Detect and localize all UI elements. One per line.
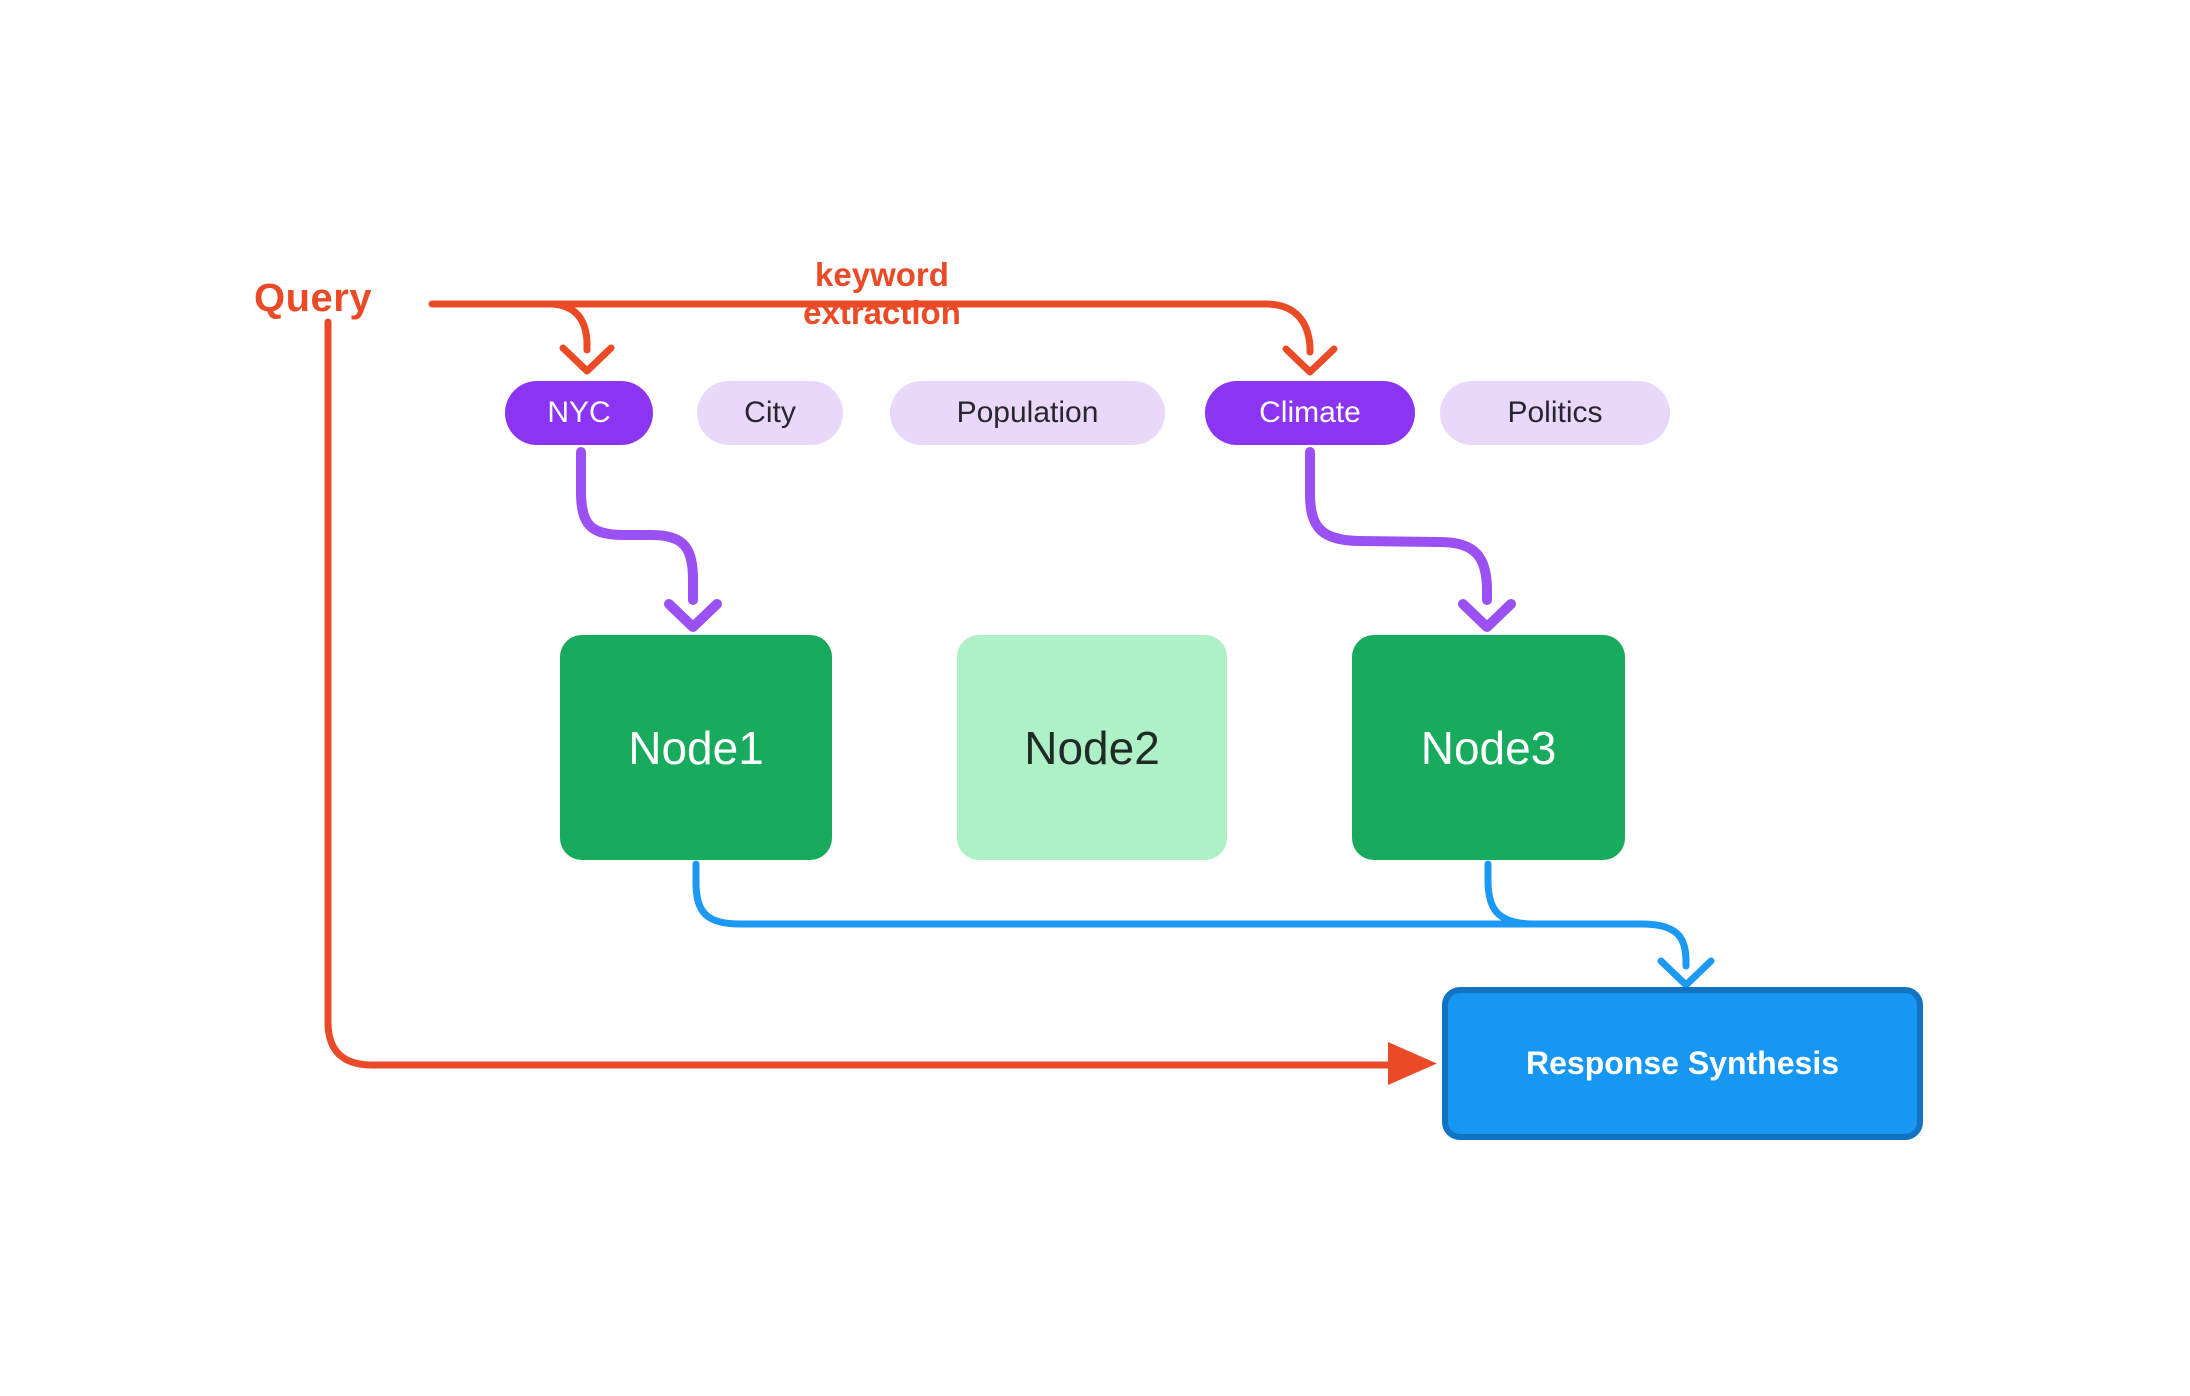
arrowhead-to-synthesis-icon [1388, 1042, 1437, 1085]
keyword-pill-climate: Climate [1205, 381, 1415, 445]
node3-box: Node3 [1352, 635, 1625, 860]
arrowhead-to-synthesis-top-icon [1657, 957, 1715, 989]
arrowhead-to-node1-icon [664, 599, 722, 632]
nodes-to-synthesis-edge [692, 860, 1715, 989]
keyword-pill-city: City [697, 381, 843, 445]
keyword-pill-politics: Politics [1440, 381, 1670, 445]
keyword-extraction-label: keyword extraction [803, 256, 961, 331]
arrowhead-to-nyc-icon [559, 344, 615, 375]
climate-to-node3-edge [1305, 447, 1516, 632]
nyc-to-node1-line [576, 447, 698, 605]
node1-box: Node1 [560, 635, 832, 860]
nyc-to-node1-edge [576, 447, 722, 632]
node3-to-synthesis-line [1484, 860, 1536, 928]
keyword-pill-nyc: NYC [505, 381, 653, 445]
arrowhead-to-climate-icon [1282, 345, 1338, 376]
arrowhead-to-node3-icon [1458, 599, 1516, 632]
node2-box: Node2 [957, 635, 1227, 860]
keyword-pill-population: Population [890, 381, 1165, 445]
node1-to-synthesis-line [692, 860, 1690, 970]
query-label: Query [254, 276, 373, 320]
climate-to-node3-line [1305, 447, 1492, 605]
branch-to-nyc-line [549, 300, 591, 354]
response-synthesis-box: Response Synthesis [1442, 987, 1923, 1140]
